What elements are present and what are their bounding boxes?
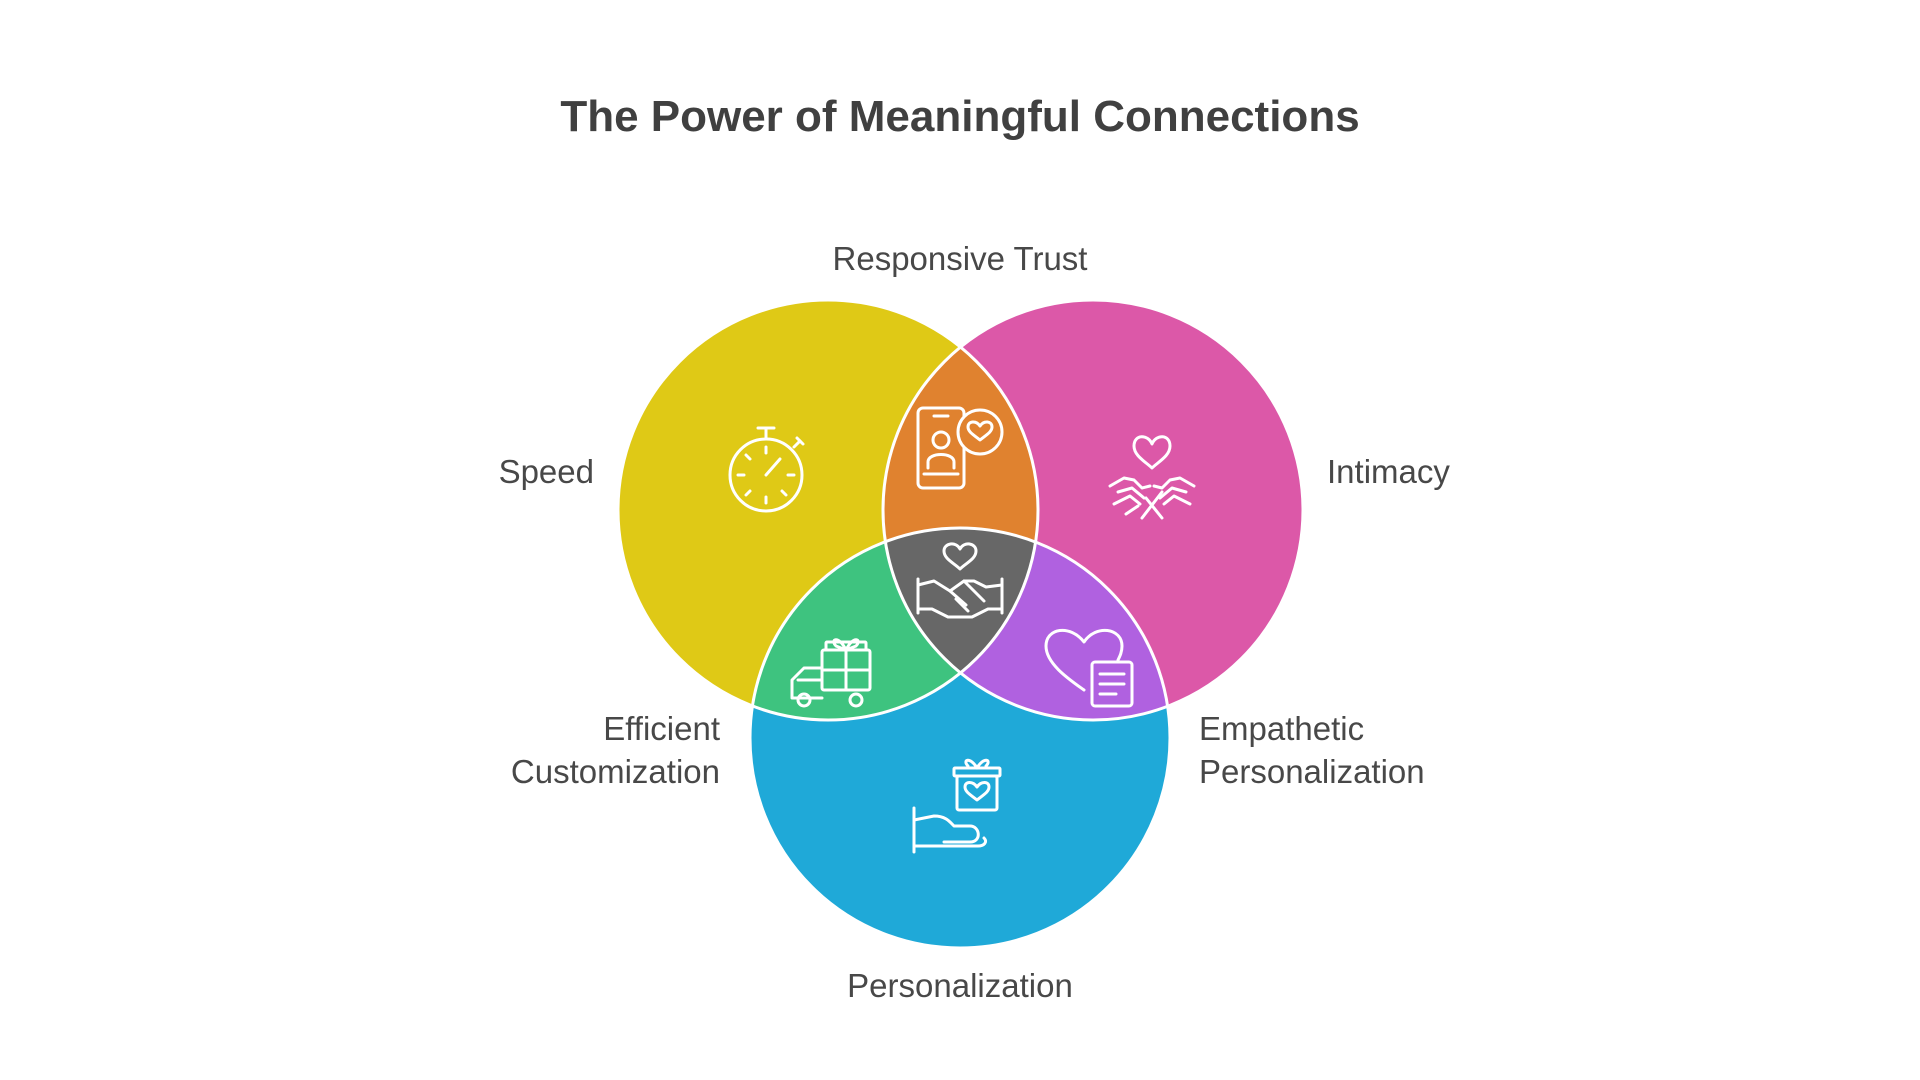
outline-personalization	[748, 526, 1172, 950]
region-efficient-customization	[750, 528, 1038, 720]
label-personalization: Personalization	[847, 967, 1073, 1004]
page-title: The Power of Meaningful Connections	[560, 92, 1360, 141]
label-empathetic-personalization-line-1: Empathetic	[1199, 710, 1365, 747]
hand-gift-icon	[912, 758, 1002, 854]
label-efficient-customization: Efficient Customization	[420, 707, 720, 793]
label-empathetic-personalization-line-2: Personalization	[1199, 753, 1425, 790]
delivery-truck-gift-icon	[790, 638, 872, 708]
phone-heart-icon	[916, 406, 1004, 490]
outline-intimacy	[881, 298, 1305, 722]
heart-hands-icon	[1108, 435, 1196, 520]
label-responsive-trust: Responsive Trust	[832, 240, 1088, 277]
region-empathetic-personalization	[883, 528, 1170, 720]
label-intimacy: Intimacy	[1327, 453, 1450, 490]
outline-speed	[616, 298, 1040, 722]
stopwatch-icon	[728, 426, 805, 513]
label-efficient-customization-line-2: Customization	[510, 753, 720, 790]
label-efficient-customization-line-1: Efficient	[603, 710, 720, 747]
handshake-heart-icon	[916, 542, 1004, 619]
label-empathetic-personalization: Empathetic Personalization	[1199, 707, 1519, 793]
heart-document-icon	[1044, 628, 1134, 708]
label-speed: Speed	[498, 453, 594, 490]
